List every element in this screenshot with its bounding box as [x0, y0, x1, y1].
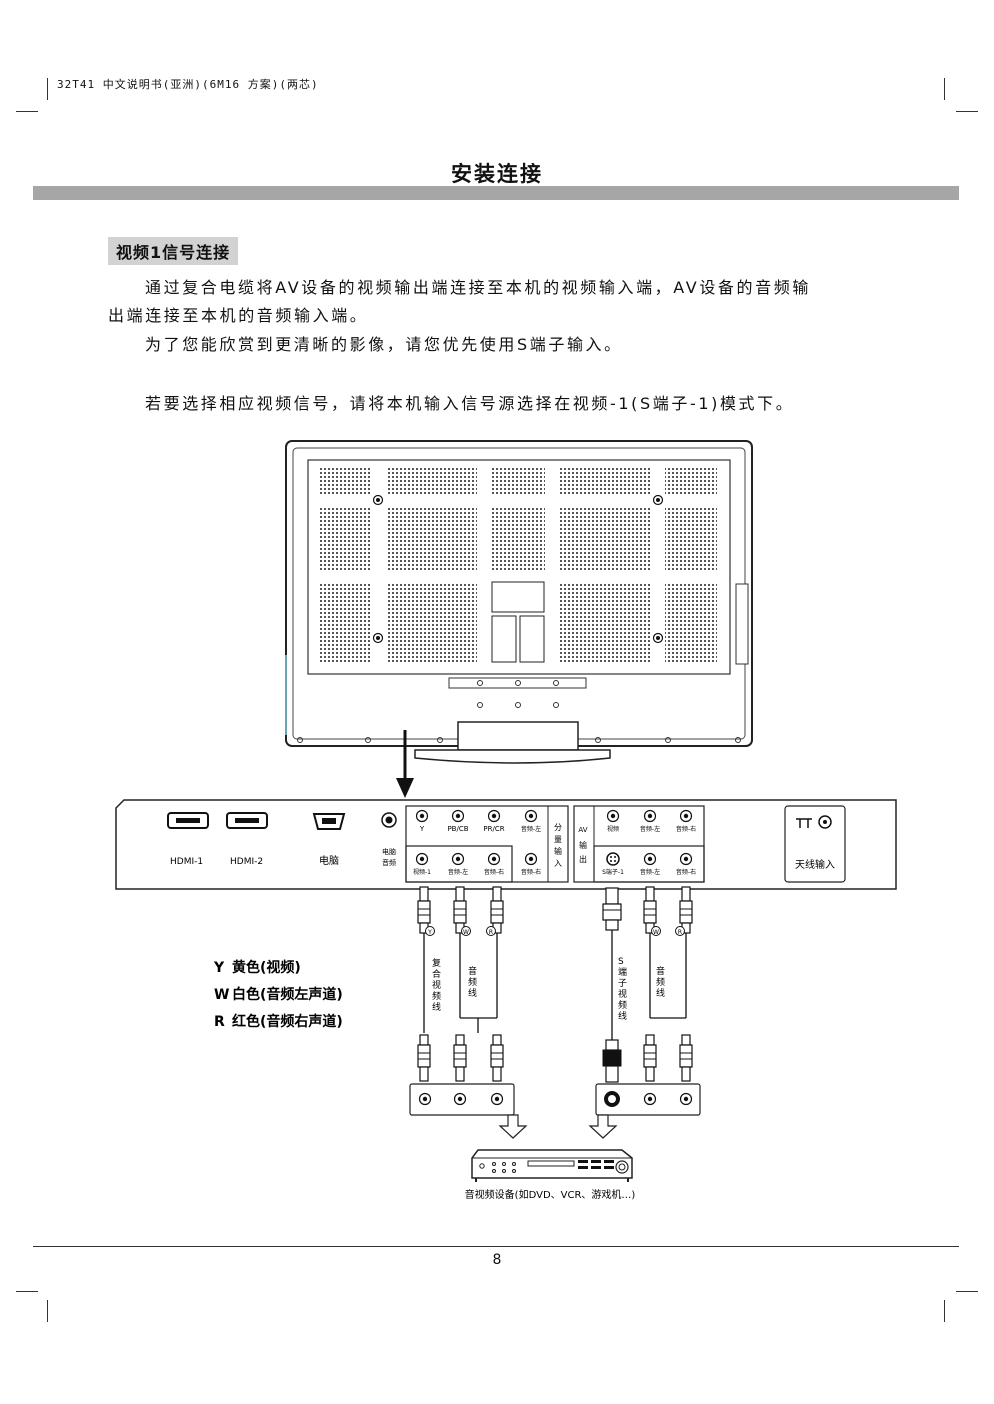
hdmi1-label: HDMI-1: [170, 857, 203, 867]
plug-mark-y: Y: [427, 929, 432, 936]
plug-mark-r: R: [678, 929, 682, 936]
pc-audio-label: 音频: [382, 858, 396, 867]
document-header: 32T41 中文说明书(亚洲)(6M16 方案)(两芯): [57, 78, 319, 91]
section-title: 视频1信号连接: [108, 237, 239, 265]
svideo-cable-label: 端: [618, 966, 627, 978]
title-rule: [33, 186, 959, 200]
hdmi2-label: HDMI-2: [230, 857, 263, 867]
paragraph-2: 为了您能欣赏到更清晰的影像，请您优先使用S端子输入。: [145, 335, 623, 354]
legend-text: 白色(音频左声道): [232, 986, 343, 1003]
av-out-label: 视频: [607, 825, 619, 833]
audio-cable-label: 频: [468, 976, 477, 988]
tv-back-illustration: [285, 440, 753, 798]
device-caption: 音视频设备(如DVD、VCR、游戏机…): [465, 1188, 636, 1201]
plug-mark-w: W: [463, 929, 469, 936]
svideo-label: 音频-右: [676, 868, 696, 876]
av-out-vertical-label: 输: [579, 840, 587, 850]
plug-marks: Y W R W R: [425, 926, 685, 936]
pc-audio-label: 电脑: [382, 847, 396, 856]
svideo-cable-label: 频: [618, 999, 627, 1011]
component-label: 音频-左: [521, 825, 541, 833]
component-vertical-label: 入: [554, 859, 562, 868]
composite-cable-label: 复: [432, 957, 441, 969]
av-out-vertical-label: AV: [578, 826, 587, 834]
crop-mark: [956, 1291, 978, 1292]
component-vertical-label: 输: [554, 846, 562, 856]
component-label: Y: [419, 825, 425, 833]
legend-key: Y: [213, 960, 225, 976]
pc-label: 电脑: [319, 854, 339, 867]
footer-rule: [33, 1246, 959, 1247]
video1-label: 视频-1: [413, 868, 431, 876]
crop-mark: [944, 78, 945, 100]
crop-mark: [944, 1300, 945, 1322]
composite-cable-label: 频: [432, 990, 441, 1002]
svideo-cable-label: 子: [618, 978, 627, 989]
svideo-cable-label: S: [618, 957, 624, 967]
svideo-label: 音频-左: [640, 868, 660, 876]
crop-mark: [16, 111, 38, 112]
av-out-label: 音频-右: [676, 825, 696, 833]
audio-cable-label: 音: [656, 965, 665, 977]
paragraph-3: 若要选择相应视频信号，请将本机输入信号源选择在视频-1(S端子-1)模式下。: [145, 394, 795, 413]
device-jack-panels: [409, 1083, 701, 1139]
paragraph-1-cont: 出端连接至本机的音频输入端。: [108, 306, 369, 325]
plug-mark-r: R: [489, 929, 493, 936]
antenna-label: 天线输入: [795, 858, 835, 871]
component-vertical-label: 量: [554, 835, 562, 844]
video1-label: 音频-左: [448, 868, 468, 876]
svideo-cable-label: 视: [618, 988, 627, 1000]
av-device-illustration: [471, 1149, 633, 1182]
page-title: 安装连接: [451, 162, 543, 186]
plugs-top: [417, 886, 693, 934]
crop-mark: [47, 1300, 48, 1322]
paragraph-1: 通过复合电缆将AV设备的视频输出端连接至本机的视频输入端，AV设备的音频输: [145, 278, 811, 297]
av-out-label: 音频-左: [640, 825, 660, 833]
plugs-bottom: [417, 1034, 693, 1083]
av-out-vertical-label: 出: [579, 854, 587, 864]
connector-panel: HDMI-1 HDMI-2 电脑 电脑 音频 Y PB/CB PR/CR 音频-…: [115, 799, 897, 890]
audio-cable-label: 线: [468, 987, 477, 999]
legend-text: 红色(音频右声道): [232, 1013, 343, 1030]
svideo-label: S端子-1: [602, 868, 624, 876]
cable-labels: 复 合 视 频 线 音 频 线 S 端 子 视 频 线 音 频 线: [432, 957, 665, 1022]
audio-cable-label: 音: [468, 965, 477, 977]
composite-cable-label: 线: [432, 1001, 441, 1013]
page-number: 8: [492, 1252, 502, 1268]
video1-label: 音频-右: [484, 868, 504, 876]
crop-mark: [47, 78, 48, 100]
component-label: PR/CR: [483, 825, 504, 833]
cables: [423, 930, 687, 1040]
connection-diagram: HDMI-1 HDMI-2 电脑 电脑 音频 Y PB/CB PR/CR 音频-…: [115, 440, 897, 1201]
audio-cable-label: 频: [656, 976, 665, 988]
component-audio-right-label: 音频-右: [521, 868, 541, 876]
composite-cable-label: 合: [432, 968, 441, 980]
audio-cable-label: 线: [656, 987, 665, 999]
plug-mark-w: W: [653, 929, 659, 936]
legend-text: 黄色(视频): [232, 959, 301, 976]
crop-mark: [956, 111, 978, 112]
legend-key: R: [214, 1014, 225, 1030]
component-label: PB/CB: [447, 825, 468, 833]
legend-key: W: [214, 987, 229, 1003]
svideo-cable-label: 线: [618, 1010, 627, 1022]
crop-mark: [16, 1291, 38, 1292]
component-vertical-label: 分: [554, 823, 562, 832]
composite-cable-label: 视: [432, 979, 441, 991]
color-legend: Y 黄色(视频) W 白色(音频左声道) R 红色(音频右声道): [213, 959, 343, 1030]
